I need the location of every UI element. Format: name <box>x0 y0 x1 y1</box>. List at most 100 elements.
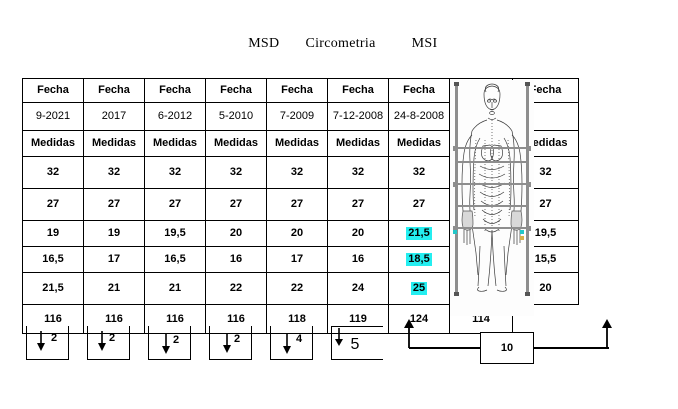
up-arrow-icon <box>403 318 416 350</box>
cell-r3-c3: 16 <box>205 246 267 273</box>
cell-r1-c7: 27 <box>512 188 579 221</box>
cell-r1-c6: 27 <box>388 188 450 221</box>
header-fecha-6: Fecha <box>388 78 450 103</box>
table-row: 16,5 17 16,5 16 17 16 18,5 15,5 <box>22 246 579 273</box>
cell-r1-c2: 27 <box>144 188 206 221</box>
highlight-value: 25 <box>410 282 428 295</box>
cell-r4-c6: 25 <box>388 272 450 305</box>
cell-r2-c1: 19 <box>83 220 145 247</box>
medidas-cell-1: Medidas <box>83 130 145 157</box>
date-cell-3: 5-2010 <box>205 102 267 131</box>
header-fecha-5: Fecha <box>327 78 389 103</box>
cell-r4-c0: 21,5 <box>22 272 84 305</box>
cell-r0-c7: 32 <box>512 156 579 189</box>
date-cell-1: 2017 <box>83 102 145 131</box>
down-arrow-icon <box>220 332 234 359</box>
delta-value-2: 2 <box>173 334 180 346</box>
cell-r3-c7: 15,5 <box>512 246 579 273</box>
title-msi: MSI <box>411 36 438 51</box>
up-arrow-icon <box>601 318 614 350</box>
cell-r4-c5: 24 <box>327 272 389 305</box>
delta-box-5[interactable]: 5 <box>331 326 383 360</box>
cell-r3-c0: 16,5 <box>22 246 84 273</box>
header-fecha-1: Fecha <box>83 78 145 103</box>
cell-r2-c3: 20 <box>205 220 267 247</box>
cell-r2-c4: 20 <box>266 220 328 247</box>
cell-r3-c5: 16 <box>327 246 389 273</box>
medidas-cell-0: Medidas <box>22 130 84 157</box>
date-cell-6: 24-8-2008 <box>388 102 450 131</box>
delta-box-2[interactable]: 2 <box>148 326 191 360</box>
delta-box-0[interactable]: 2 <box>26 326 69 360</box>
medidas-cell-3: Medidas <box>205 130 267 157</box>
down-arrow-icon <box>332 328 350 353</box>
cell-r4-c4: 22 <box>266 272 328 305</box>
page-title: MSD Circometria MSI <box>0 20 678 52</box>
medidas-cell-7: Medidas <box>512 130 579 157</box>
table-row-fecha-header: Fecha Fecha Fecha Fecha Fecha Fecha Fech… <box>22 78 579 305</box>
delta-box-1[interactable]: 2 <box>87 326 130 360</box>
cell-r0-c3: 32 <box>205 156 267 189</box>
delta-box-3[interactable]: 2 <box>209 326 252 360</box>
date-cell-0: 9-2021 <box>22 102 84 131</box>
table-row-dates: 9-2021 2017 6-2012 5-2010 7-2009 7-12-20… <box>22 102 579 131</box>
cell-r1-c0: 27 <box>22 188 84 221</box>
header-fecha-2: Fecha <box>144 78 206 103</box>
cell-r4-c2: 21 <box>144 272 206 305</box>
cell-r3-c4: 17 <box>266 246 328 273</box>
cell-r0-c2: 32 <box>144 156 206 189</box>
cell-r4-c3: 22 <box>205 272 267 305</box>
header-fecha-4: Fecha <box>266 78 328 103</box>
connector-line-right <box>533 347 609 349</box>
title-msd: MSD <box>248 36 280 51</box>
medidas-cell-4: Medidas <box>266 130 328 157</box>
down-arrow-icon <box>159 333 173 360</box>
cell-r3-c1: 17 <box>83 246 145 273</box>
table-row: 19 19 19,5 20 20 20 21,5 19,5 <box>22 220 579 247</box>
delta-value-5: 5 <box>350 336 360 353</box>
header-fecha-7: Fecha <box>512 78 579 103</box>
total-cell-0: 116 <box>22 304 84 334</box>
delta-value-0: 2 <box>51 332 58 344</box>
date-cell-7 <box>512 102 579 131</box>
connector-line-left <box>409 347 481 349</box>
cell-r0-c4: 32 <box>266 156 328 189</box>
delta-box-4[interactable]: 4 <box>270 326 313 360</box>
medidas-cell-5: Medidas <box>327 130 389 157</box>
cell-r4-c7: 20 <box>512 272 579 305</box>
down-arrow-icon <box>95 330 109 357</box>
cell-r2-c0: 19 <box>22 220 84 247</box>
cell-r4-c1: 21 <box>83 272 145 305</box>
cell-r3-c6: 18,5 <box>388 246 450 273</box>
circometria-table: Fecha Fecha Fecha Fecha Fecha Fecha Fech… <box>22 78 579 334</box>
cell-r2-c6: 21,5 <box>388 220 450 247</box>
header-fecha-0: Fecha <box>22 78 84 103</box>
table-row-totals: 116 116 116 116 118 119 124 114 <box>22 304 579 334</box>
delta-value-1: 2 <box>109 332 116 344</box>
connector-group: 10 <box>403 316 620 368</box>
down-arrow-icon <box>280 333 294 360</box>
title-circometria: Circometria <box>305 36 376 51</box>
table-row-medidas-header: Medidas Medidas Medidas Medidas Medidas … <box>22 130 579 157</box>
cell-r1-c1: 27 <box>83 188 145 221</box>
total-cell-4: 118 <box>266 304 328 334</box>
date-cell-5: 7-12-2008 <box>327 102 389 131</box>
cell-r2-c7: 19,5 <box>512 220 579 247</box>
delta-value-3: 2 <box>234 333 241 345</box>
total-cell-2: 116 <box>144 304 206 334</box>
delta-value-4: 4 <box>296 333 303 345</box>
medidas-cell-2: Medidas <box>144 130 206 157</box>
down-arrow-icon <box>34 330 48 357</box>
connector-value-box[interactable]: 10 <box>480 332 534 364</box>
cell-r1-c3: 27 <box>205 188 267 221</box>
highlight-value: 18,5 <box>406 253 432 266</box>
date-cell-4: 7-2009 <box>266 102 328 131</box>
cell-r2-c2: 19,5 <box>144 220 206 247</box>
cell-r2-c5: 20 <box>327 220 389 247</box>
cell-r0-c6: 32 <box>388 156 450 189</box>
date-cell-2: 6-2012 <box>144 102 206 131</box>
cell-r0-c5: 32 <box>327 156 389 189</box>
header-fecha-3: Fecha <box>205 78 267 103</box>
total-cell-3: 116 <box>205 304 267 334</box>
highlight-value: 21,5 <box>406 227 432 240</box>
